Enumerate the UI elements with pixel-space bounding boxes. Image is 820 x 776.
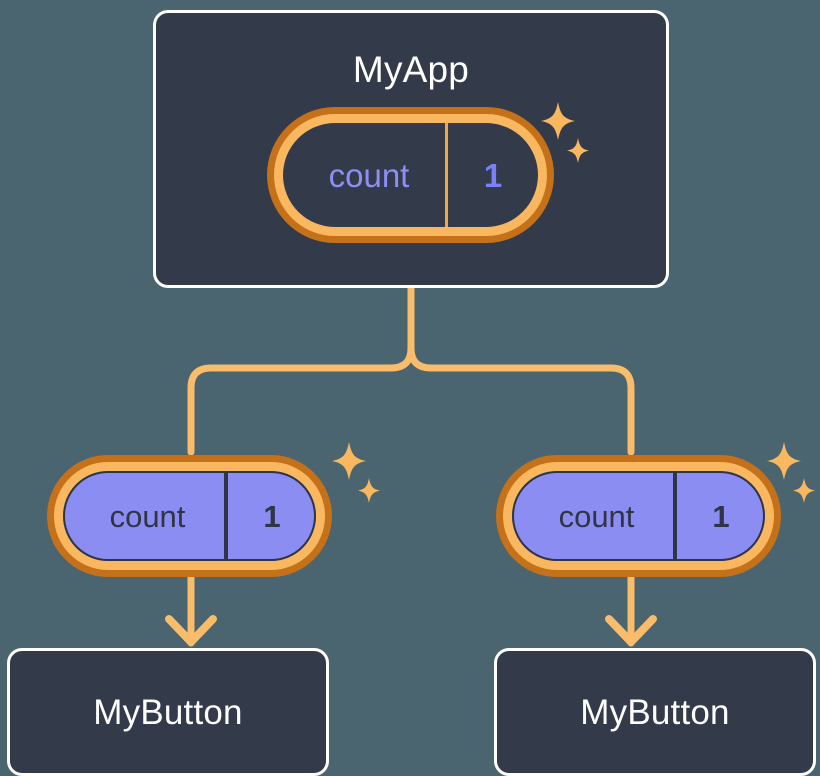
signal-name: count: [558, 498, 635, 534]
signal-pill-body: count 1: [63, 471, 316, 561]
signal-value: 1: [673, 471, 765, 561]
signal-name: count: [109, 498, 186, 534]
signal-pill-ring: count 1: [503, 462, 774, 570]
signal-pill-root[interactable]: count 1: [267, 107, 554, 243]
signal-value: 1: [224, 471, 316, 561]
arrow-head-left: [165, 615, 217, 646]
component-title: MyButton: [93, 692, 243, 732]
signal-pill-child-left[interactable]: count 1: [47, 455, 332, 577]
signal-pill-child-right[interactable]: count 1: [496, 455, 781, 577]
signal-name: count: [328, 156, 410, 194]
component-card-mybutton-left[interactable]: MyButton: [7, 648, 329, 776]
connector-branch-right: [407, 344, 635, 456]
page-title: MyApp: [352, 49, 470, 90]
component-title: MyButton: [580, 692, 730, 732]
component-card-mybutton-right[interactable]: MyButton: [494, 648, 816, 776]
signal-pill-ring: count 1: [274, 114, 547, 236]
sparkle-icon-child-left: [332, 442, 380, 503]
signal-pill-body: count 1: [283, 123, 538, 227]
connector-branch-left: [187, 344, 415, 456]
signal-pill-ring: count 1: [54, 462, 325, 570]
signal-value: 1: [445, 123, 538, 227]
arrow-head-right: [605, 615, 657, 646]
signal-pill-body: count 1: [512, 471, 765, 561]
